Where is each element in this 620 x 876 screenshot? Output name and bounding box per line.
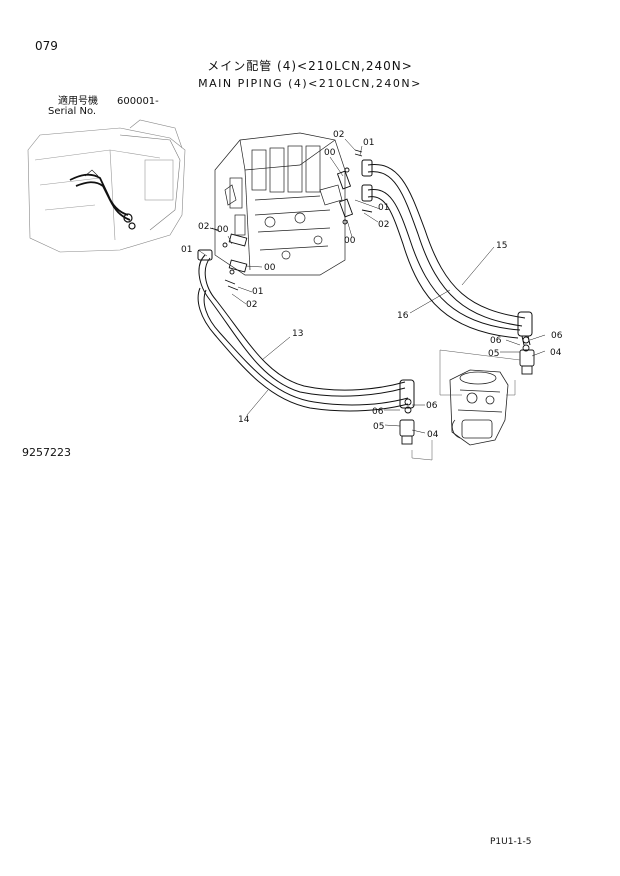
callout-02: 02 — [333, 130, 344, 140]
hose-13-14 — [197, 249, 415, 412]
drawing-number: 9257223 — [22, 446, 71, 459]
serial-value: 600001- — [117, 96, 159, 107]
callout-labels: 02 01 00 01 02 00 02 00 01 00 01 02 15 1… — [181, 130, 563, 440]
callout-02: 02 — [246, 300, 257, 310]
callout-13: 13 — [292, 329, 303, 339]
swivel-fittings — [399, 336, 535, 445]
callout-01: 01 — [378, 203, 389, 213]
callout-04: 04 — [550, 348, 562, 358]
callout-16: 16 — [397, 311, 409, 321]
callout-14: 14 — [238, 415, 250, 425]
callout-00: 00 — [324, 148, 336, 158]
callout-01: 01 — [252, 287, 263, 297]
callout-06: 06 — [551, 331, 563, 341]
callout-02: 02 — [198, 222, 209, 232]
guide-lines — [411, 349, 521, 461]
callout-00: 00 — [344, 236, 356, 246]
callout-02: 02 — [378, 220, 389, 230]
callout-00: 00 — [217, 225, 229, 235]
callout-01: 01 — [181, 245, 192, 255]
callout-05: 05 — [373, 422, 384, 432]
leader-lines — [197, 138, 546, 434]
callout-01: 01 — [363, 138, 374, 148]
serial-label-english: Serial No. — [48, 106, 97, 117]
title-japanese: メイン配管 (4)<210LCN,240N> — [207, 59, 413, 73]
serial-label-japanese: 適用号機 — [58, 96, 98, 107]
machine-overview-sketch — [27, 119, 186, 253]
title-english: MAIN PIPING (4)<210LCN,240N> — [198, 77, 422, 90]
page-code: P1U1-1-5 — [490, 837, 532, 847]
callout-06: 06 — [490, 336, 502, 346]
hose-15-16 — [361, 159, 533, 346]
callout-15: 15 — [496, 241, 507, 251]
valve-fittings — [209, 149, 373, 291]
page-number: 079 — [35, 39, 58, 53]
callout-00: 00 — [264, 263, 276, 273]
callout-05: 05 — [488, 349, 499, 359]
center-joint-body — [449, 369, 509, 446]
callout-06: 06 — [372, 407, 384, 417]
control-valve-assembly — [214, 132, 346, 276]
callout-04: 04 — [427, 430, 439, 440]
callout-06: 06 — [426, 401, 438, 411]
